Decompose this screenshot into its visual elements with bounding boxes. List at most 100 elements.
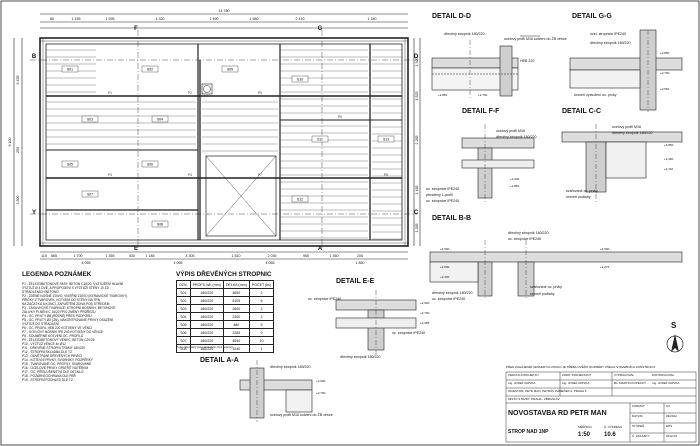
table-header-cell: POČET (ks) [248, 280, 275, 289]
dim-total-depth: 9 100 [8, 138, 12, 147]
legend-line: P5 - OC. PRUTY Ø2 (ZN), NAKONTROVANÉ PRV… [22, 318, 114, 322]
project-name: NOVOSTAVBA RD PETR MAN [508, 410, 607, 417]
legend-line: P8 - SOUMĚRNÉ KOTVENÍ OC. PROFILŮ [22, 334, 84, 338]
title-block-cell: Ing. JOSEF KRIVKA [508, 381, 536, 385]
north-arrow-icon [666, 334, 684, 353]
dim-bottom: 1 355 [106, 254, 115, 258]
detail-ee-note: dřevěný stropník 180/220 [340, 355, 381, 359]
legend-line: P9 - ŽELEZOBETONOVÝ VĚNEC, BETON C20/25 [22, 338, 95, 342]
detail-bb-note: dřevěný stropník 180/220 [432, 291, 473, 295]
dim-bottom-2: 4 055 [266, 261, 275, 265]
dim-total-width: 14 780 [219, 9, 230, 13]
table-header-cell: PROFIL b/h (mm) [189, 280, 224, 289]
detail-ee-note: oc. stropnice IPE240 [392, 331, 426, 335]
table-cell: 180/220 [189, 296, 224, 305]
beam-tag-box [61, 160, 79, 168]
beam-tag-box [61, 65, 79, 73]
detail-cc-drawing [561, 124, 683, 204]
dim-bottom: 965 [303, 254, 309, 258]
dim-top: 1 180 [368, 17, 377, 21]
beam-tag-box [221, 65, 239, 73]
table-cell: 4650 [222, 288, 250, 297]
beam-tag: S13 [383, 138, 389, 142]
dim-bottom: 565 [51, 254, 57, 258]
legend-line: NA ZAČÁTKU A KONCI, ZAPUŠTĚNÍ ZDIVA POD … [22, 302, 110, 306]
dim-left: 3 455 [16, 76, 20, 85]
detail-dd-level: +2,700 [478, 93, 488, 97]
table-cell: 180/220 [189, 336, 224, 345]
title-block-cell: VEDOUCÍ PROJEKTU [508, 373, 539, 377]
timber-table-footnote: Pozn. Rozměry jsou skutečné, bez rezervy [176, 345, 233, 349]
detail-ff-note: dřevěný stropník 180/220 [496, 135, 537, 139]
ceiling-structure-plan [13, 13, 421, 260]
beam-tag: S09 [227, 68, 233, 72]
detail-aa-title: DETAIL A-A [200, 357, 239, 364]
detail-gg-level: +2,850 [660, 51, 670, 55]
legend-title: LEGENDA POZNÁMEK [22, 271, 92, 278]
timber-table-title: VÝPIS DŘEVĚNÝCH STROPNIC [176, 271, 272, 278]
table-cell: 180/220 [189, 288, 224, 297]
legend-line: STŘADLENÍCH BETONŮ [22, 290, 59, 294]
dim-top: 1 155 [72, 17, 81, 21]
legend-line: P10 - VÝZTUŽ VĚNCE 4x Ø12 [22, 342, 66, 346]
beam-tag-box [377, 135, 395, 143]
beam-tag: S12 [297, 198, 303, 202]
detail-dd-note: ocelový profil M16 kotvení do ŽB věnce [504, 37, 567, 41]
beam-tag: S06 [147, 163, 153, 167]
detail-cc-level: +2,110 [664, 167, 674, 171]
table-cell: 2300 [222, 312, 250, 321]
detail-gg-title: DETAIL G-G [572, 13, 612, 20]
detail-dd-title: DETAIL D-D [432, 13, 472, 20]
beam-tag: S02 [147, 68, 153, 72]
detail-cc-note: ocelový profil M16 [612, 125, 641, 129]
meta-value: 03/2012 [666, 414, 677, 418]
dim-right: 2 285 [415, 136, 419, 145]
beam-tag: S04 [157, 118, 163, 122]
legend-line: P1 - ŽELEZOBETONOVÉ PASY, BETON C16/20, … [22, 282, 124, 286]
detail-bb-note: oc. stropnice IPE240 [508, 237, 542, 241]
dim-bottom-2: 1 850 [356, 261, 365, 265]
detail-ff-drawing [461, 124, 535, 202]
meta-label: DATUM [632, 414, 643, 418]
beam-tag-box [291, 195, 309, 203]
detail-ee-level: +2,900 [420, 301, 430, 305]
title-block-cell: Ing. JOSEF KRIVKA [562, 381, 590, 385]
sheet-number: 10.6 [604, 432, 616, 438]
detail-aa-note: ocelový profil M16 kotvení do ŽB věnce [270, 413, 333, 417]
beam-tag-box [151, 115, 169, 123]
legend-line: P13 - ODVĚTRÁNÍ DŘEVĚNÝCH PRVKŮ [22, 354, 82, 358]
dim-bottom: 530 [129, 254, 135, 258]
meta-label: FORMÁT [632, 404, 645, 408]
table-cell: S01 [176, 288, 191, 297]
beam-tag: S01 [67, 68, 73, 72]
title-block-cell: KONTROLOVAL [652, 373, 675, 377]
detail-bb-level: +2,400 [440, 275, 450, 279]
detail-aa-note: dřevěný stropník 180/220 [270, 365, 311, 369]
title-block-cell: ZODP. PROJEKTANT [562, 373, 592, 377]
table-cell: 3 [248, 312, 275, 321]
detail-aa-drawing [239, 360, 313, 422]
table-cell: 4540 [222, 336, 250, 345]
beam-tag: S03 [87, 118, 93, 122]
title-block-location: MÍSTO STAVBY: PRAHA - ZBRASLAV [508, 397, 560, 401]
table-cell: S05 [176, 320, 191, 329]
section-mark-b: B [32, 54, 37, 60]
detail-ff-title: DETAIL F-F [462, 108, 500, 115]
detail-bb-note: úroveň podlahy [530, 292, 555, 296]
title-block-frame [505, 371, 697, 443]
dim-left: 250 [16, 147, 20, 153]
detail-bb-level: +2,600 [440, 265, 450, 269]
detail-bb-note: oc. stropnice IPE240 [432, 297, 466, 301]
title-block-investor: INVESTOR: PETR MAN, PETRŮV ZÁMEČEK 6, PR… [508, 389, 587, 393]
beam-tag: S11 [317, 138, 323, 142]
detail-ff-note: oc. stropnice IPE240 [426, 199, 460, 203]
table-cell: S04 [176, 312, 191, 321]
beam-tag-box [81, 115, 99, 123]
table-cell: 1 [248, 344, 275, 353]
title-block-cell: Ing. JOSEF KRIVKA [652, 381, 680, 385]
detail-dd-note: HEB 220 [520, 59, 535, 63]
detail-ee-note: oc. stropnice IPE240 [308, 297, 342, 301]
scale-value: 1:50 [578, 432, 591, 438]
